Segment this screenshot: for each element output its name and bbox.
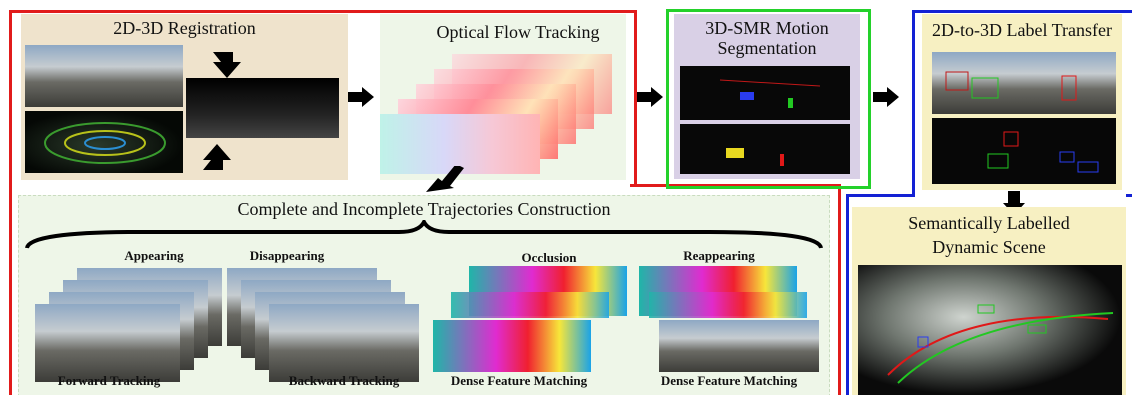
moving-objects [719, 79, 821, 108]
lidar-points [44, 122, 166, 164]
transfer-panel: 2D-to-3D Label Transfer [922, 14, 1122, 190]
trajectory-overlay [887, 304, 1114, 384]
smr-frame-top [680, 66, 850, 120]
smr-frame-bottom [680, 124, 850, 174]
label-boxes-3d [987, 131, 1099, 173]
lidar-scan-image [25, 111, 183, 173]
scene-panel: Semantically Labelled Dynamic Scene [852, 207, 1126, 395]
registration-panel: 2D-3D Registration [21, 14, 348, 180]
blue-group-top [912, 10, 1132, 197]
occlusion-frame-2 [451, 292, 609, 318]
arrow-down-left-icon [426, 166, 464, 192]
caption-backward-tracking: Backward Tracking [288, 373, 400, 388]
red-group-top [9, 10, 637, 187]
arrow-right-icon [873, 87, 899, 107]
scene-title-line2: Dynamic Scene [932, 237, 1046, 257]
forward-frame-1 [35, 304, 180, 382]
trajectories-panel: Complete and Incomplete Trajectories Con… [18, 195, 830, 395]
labelled-lidar-image [932, 118, 1116, 184]
label-occlusion: Occlusion [521, 250, 577, 265]
smr-title-line1: 3D-SMR Motion [705, 18, 829, 38]
labelled-camera-image [932, 52, 1116, 114]
curly-brace-icon [25, 220, 823, 249]
arrow-right-icon [637, 87, 663, 107]
label-appearing: Appearing [124, 248, 184, 263]
dynamic-scene-image [858, 265, 1122, 395]
flow-title: Optical Flow Tracking [436, 22, 600, 42]
smr-panel: 3D-SMR Motion Segmentation [674, 14, 860, 179]
caption-forward-tracking: Forward Tracking [57, 373, 161, 388]
caption-dense-matching-2: Dense Feature Matching [660, 373, 798, 388]
smr-group [666, 9, 871, 189]
arrow-up-right-icon [203, 144, 231, 170]
reappearing-frame-2 [649, 292, 807, 318]
red-group-mask [12, 183, 630, 189]
smr-title-line2: Segmentation [717, 38, 817, 58]
caption-dense-matching-1: Dense Feature Matching [450, 373, 588, 388]
reappearing-frame-3 [659, 320, 819, 372]
blue-group-mask [915, 193, 1126, 198]
backward-frame-4 [269, 304, 419, 382]
transfer-title: 2D-to-3D Label Transfer [932, 20, 1112, 40]
occlusion-frame-1 [433, 320, 591, 372]
arrow-down-icon [213, 52, 241, 78]
arrow-right-icon [348, 87, 374, 107]
label-boxes [945, 71, 1077, 101]
label-disappearing: Disappearing [249, 248, 325, 263]
camera-image [25, 45, 183, 107]
label-reappearing: Reappearing [683, 248, 755, 263]
registration-title: 2D-3D Registration [113, 18, 256, 38]
scene-title-line1: Semantically Labelled [908, 213, 1070, 233]
moving-objects [726, 148, 784, 166]
flow-panel: Optical Flow Tracking [380, 14, 626, 180]
flow-frame-1 [380, 114, 540, 174]
projected-image [186, 78, 339, 138]
trajectories-title: Complete and Incomplete Trajectories Con… [237, 199, 611, 219]
